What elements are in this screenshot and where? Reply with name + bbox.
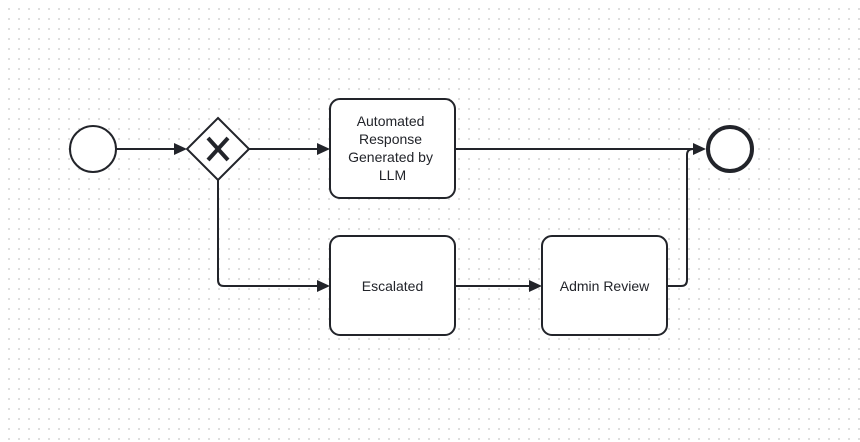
start-event[interactable] [69,125,117,173]
flow-admin-review-to-end[interactable] [668,148,697,287]
task-label-line: Generated by [348,149,433,165]
task-box [329,98,456,199]
flow-arrowhead [317,280,330,292]
task-box [541,235,668,336]
task-label-line: Escalated [362,278,423,294]
task-label: Admin Review [560,278,650,294]
flow-arrowhead [693,143,706,155]
task-automated-response[interactable]: Automated Response Generated by LLM [329,98,456,199]
gateway-x-marker-stroke [206,136,230,162]
flow-arrowhead [529,280,542,292]
sequence-flows [116,143,706,292]
task-label-line: LLM [379,167,406,183]
task-label-line: Admin Review [560,278,650,294]
task-admin-review[interactable]: Admin Review [541,235,668,336]
task-label: Automated Response Generated by LLM [348,113,437,183]
end-event[interactable] [706,125,754,173]
flow-arrowhead [317,143,330,155]
task-box [329,235,456,336]
flow-gateway-to-escalated[interactable] [217,180,321,287]
task-escalated[interactable]: Escalated [329,235,456,336]
flow-arrowhead [174,143,187,155]
task-label: Escalated [362,278,423,294]
task-label-line: Response [359,131,422,147]
task-label-line: Automated [357,113,425,129]
exclusive-gateway[interactable] [185,116,251,182]
